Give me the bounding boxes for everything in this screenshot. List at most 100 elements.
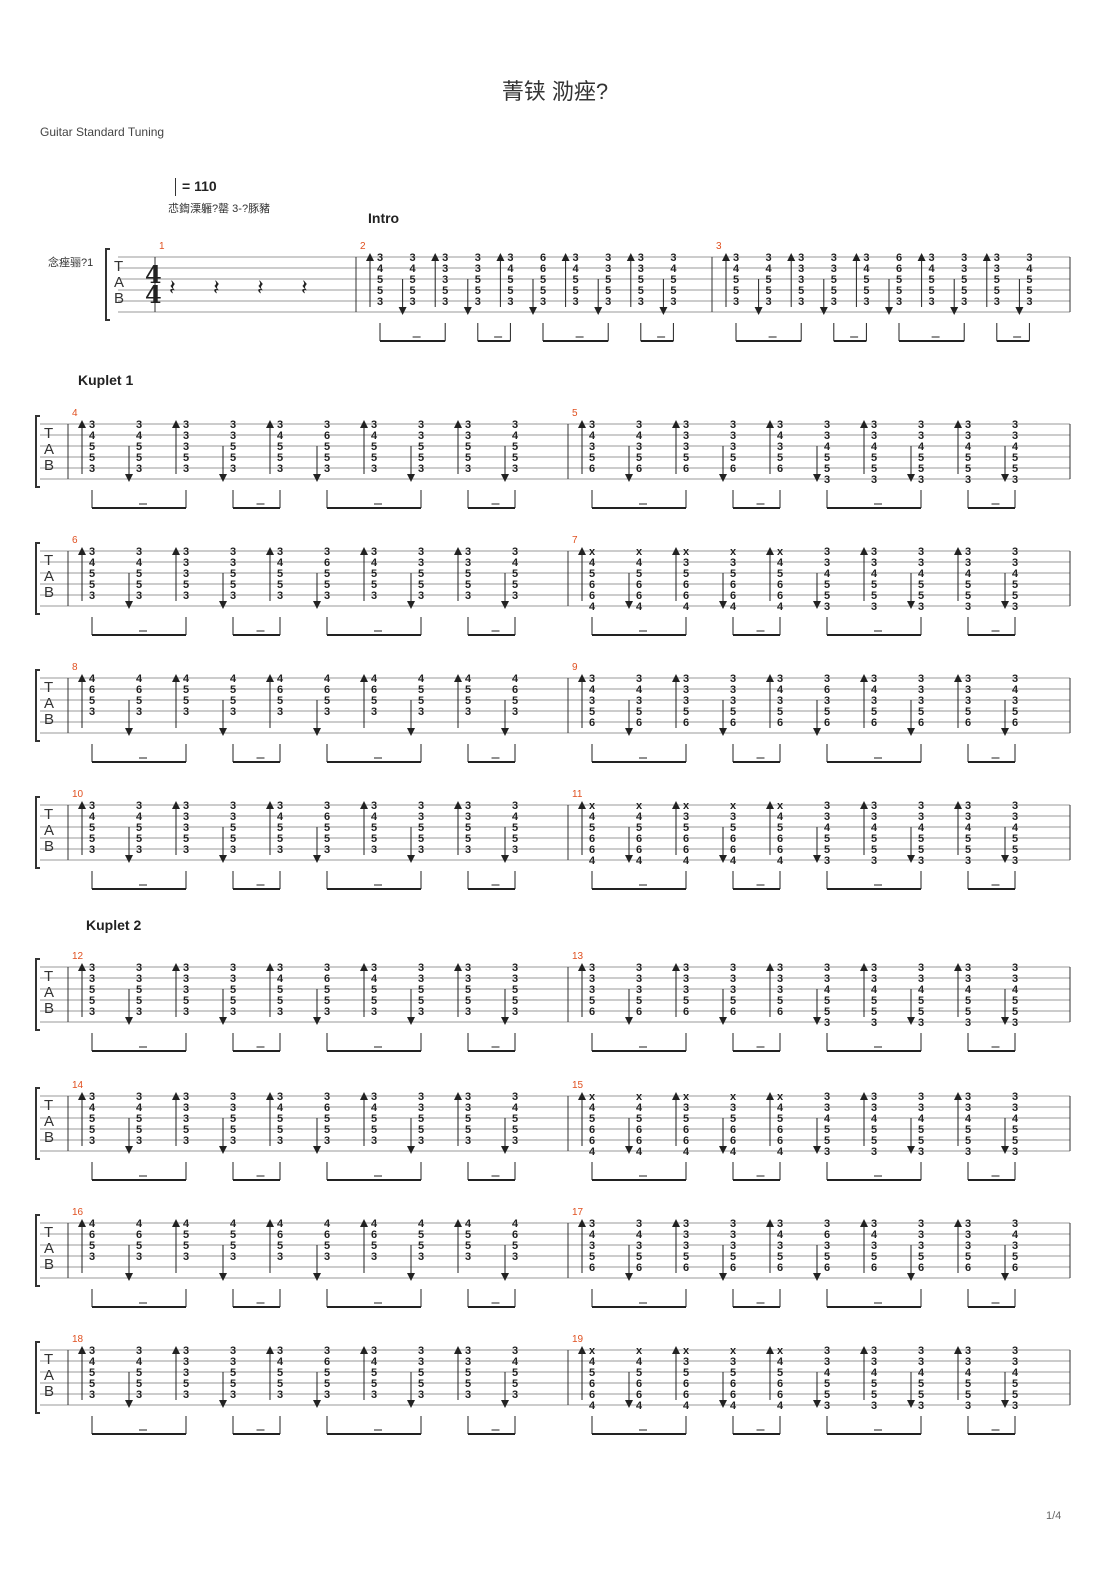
system-bracket bbox=[35, 1214, 40, 1287]
fret-number: x bbox=[777, 800, 784, 812]
fret-number: 5 bbox=[824, 1389, 830, 1401]
fret-number: 5 bbox=[465, 452, 471, 464]
fret-number: 3 bbox=[183, 1367, 189, 1379]
strum-down-arrow-icon bbox=[625, 601, 633, 609]
fret-number: 5 bbox=[136, 452, 142, 464]
fret-number: 4 bbox=[929, 263, 936, 275]
fret-number: 3 bbox=[918, 1400, 924, 1412]
fret-number: 5 bbox=[636, 822, 642, 834]
fret-number: 3 bbox=[573, 296, 579, 308]
fret-number: 3 bbox=[230, 463, 236, 475]
fret-number: 5 bbox=[1012, 833, 1018, 845]
strum-up-arrow-icon bbox=[266, 1219, 274, 1227]
fret-number: 3 bbox=[324, 844, 330, 856]
fret-number: 6 bbox=[730, 717, 736, 729]
strum-up-arrow-icon bbox=[266, 1346, 274, 1354]
fret-number: 5 bbox=[183, 1124, 189, 1136]
fret-number: 5 bbox=[730, 452, 736, 464]
fret-number: 3 bbox=[831, 296, 837, 308]
fret-number: 3 bbox=[871, 1345, 877, 1357]
fret-number: 5 bbox=[89, 695, 95, 707]
fret-number: 3 bbox=[418, 800, 424, 812]
tab-clef-letter: A bbox=[44, 695, 54, 712]
fret-number: 4 bbox=[277, 673, 284, 685]
fret-number: 4 bbox=[371, 811, 378, 823]
fret-number: 3 bbox=[670, 252, 676, 264]
system-bracket bbox=[35, 415, 40, 488]
fret-number: 5 bbox=[777, 568, 783, 580]
fret-number: 5 bbox=[371, 1124, 377, 1136]
strum-down-arrow-icon bbox=[313, 728, 321, 736]
fret-number: 4 bbox=[589, 1146, 596, 1158]
fret-number: 4 bbox=[918, 568, 925, 580]
fret-number: 4 bbox=[1012, 984, 1019, 996]
fret-number: 5 bbox=[512, 822, 518, 834]
fret-number: 3 bbox=[929, 252, 935, 264]
fret-number: 3 bbox=[871, 800, 877, 812]
fret-number: 4 bbox=[512, 430, 519, 442]
fret-number: 5 bbox=[512, 441, 518, 453]
fret-number: 3 bbox=[418, 1102, 424, 1114]
fret-number: 3 bbox=[277, 419, 283, 431]
fret-number: 5 bbox=[371, 1113, 377, 1125]
fret-number: 3 bbox=[918, 1240, 924, 1252]
strum-down-arrow-icon bbox=[1015, 307, 1024, 315]
fret-number: 3 bbox=[683, 1218, 689, 1230]
section-label-kuplet-2: Kuplet 2 bbox=[86, 917, 142, 933]
measure-number: 6 bbox=[72, 535, 78, 546]
fret-number: 4 bbox=[89, 1102, 96, 1114]
fret-number: 5 bbox=[507, 285, 513, 297]
fret-number: 3 bbox=[1012, 1356, 1018, 1368]
fret-number: 5 bbox=[324, 1124, 330, 1136]
fret-number: 3 bbox=[965, 1017, 971, 1029]
strum-up-arrow-icon bbox=[766, 420, 774, 428]
fret-number: 4 bbox=[277, 1218, 284, 1230]
strum-down-arrow-icon bbox=[719, 474, 727, 482]
strum-down-arrow-icon bbox=[813, 1146, 821, 1154]
fret-number: 5 bbox=[1012, 1135, 1018, 1147]
fret-number: 4 bbox=[1012, 684, 1019, 696]
fret-number: 4 bbox=[918, 1367, 925, 1379]
fret-number: 3 bbox=[512, 844, 518, 856]
fret-number: 3 bbox=[824, 1218, 830, 1230]
fret-number: 3 bbox=[683, 441, 689, 453]
fret-number: 3 bbox=[183, 1356, 189, 1368]
fret-number: 3 bbox=[183, 844, 189, 856]
fret-number: 5 bbox=[730, 822, 736, 834]
fret-number: 3 bbox=[636, 962, 642, 974]
fret-number: 6 bbox=[324, 1102, 330, 1114]
fret-number: 3 bbox=[465, 463, 471, 475]
strum-up-arrow-icon bbox=[454, 547, 462, 555]
fret-number: 3 bbox=[442, 263, 448, 275]
fret-number: 3 bbox=[824, 695, 830, 707]
fret-number: 4 bbox=[410, 263, 417, 275]
fret-number: x bbox=[683, 1091, 690, 1103]
fret-number: 5 bbox=[896, 274, 902, 286]
fret-number: 6 bbox=[540, 263, 546, 275]
fret-number: 5 bbox=[418, 695, 424, 707]
fret-number: 5 bbox=[1012, 844, 1018, 856]
strum-up-arrow-icon bbox=[954, 674, 962, 682]
tab-clef-letter: B bbox=[44, 1383, 54, 1400]
fret-number: 3 bbox=[512, 706, 518, 718]
fret-number: 5 bbox=[863, 274, 869, 286]
fret-number: 3 bbox=[277, 800, 283, 812]
fret-number: 6 bbox=[730, 463, 736, 475]
fret-number: 5 bbox=[230, 684, 236, 696]
strum-up-arrow-icon bbox=[578, 1346, 586, 1354]
fret-number: 3 bbox=[89, 962, 95, 974]
fret-number: 4 bbox=[777, 1400, 784, 1412]
fret-number: 3 bbox=[183, 962, 189, 974]
strum-down-arrow-icon bbox=[719, 601, 727, 609]
fret-number: x bbox=[636, 1345, 643, 1357]
fret-number: 5 bbox=[824, 844, 830, 856]
tuning-label: Guitar Standard Tuning bbox=[40, 125, 165, 139]
fret-number: 4 bbox=[371, 1102, 378, 1114]
fret-number: 3 bbox=[965, 1102, 971, 1114]
fret-number: 5 bbox=[871, 1389, 877, 1401]
fret-number: 3 bbox=[766, 296, 772, 308]
fret-number: 5 bbox=[183, 1229, 189, 1241]
tab-clef-letter: T bbox=[114, 258, 123, 275]
fret-number: 5 bbox=[961, 274, 967, 286]
strum-up-arrow-icon bbox=[454, 1092, 462, 1100]
